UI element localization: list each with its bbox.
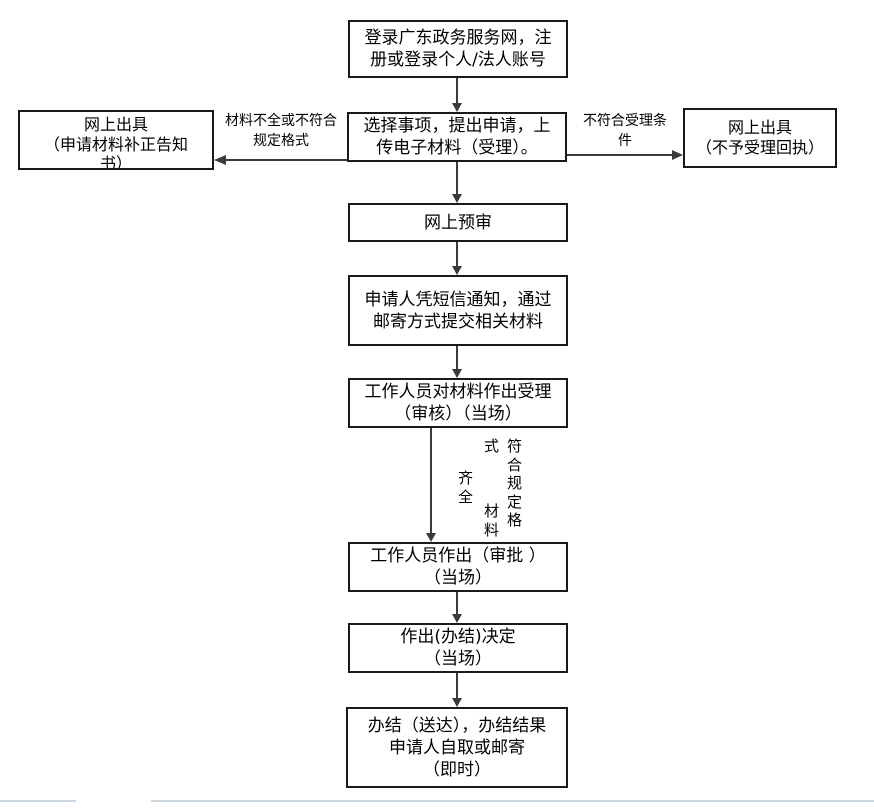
box-online-issue-reject-line2: （不予受理回执） (695, 138, 824, 157)
box-staff-accept-review-line1: 工作人员对材料作出受理 (364, 382, 552, 402)
edge-label-materials-complete-col-a: 齐全 (457, 469, 473, 506)
box-online-issue-reject: 网上出具 （不予受理回执） (683, 108, 837, 168)
box-login-line1: 登录广东政务服务网，注 (364, 28, 552, 48)
edge-label-incomplete-materials: 材料不全或不符合 规定格式 (216, 111, 346, 151)
box-online-issue-supplement-line2: （申请材料补正告知 (43, 134, 188, 154)
arrowhead-down-accept-approve-icon (426, 533, 436, 542)
box-online-issue-supplement-line1: 网上出具 (83, 115, 148, 134)
box-finish-delivery-line1: 办结（送达），办结结果 (367, 715, 547, 736)
box-online-issue-supplement-line3: 书） (99, 154, 132, 170)
box-login-line2: 册或登录个人/法人账号 (370, 50, 546, 70)
edge-label-incomplete-materials-line1: 材料不全或不符合 (225, 113, 337, 129)
box-decision-line1: 作出(办结)决定 (400, 627, 516, 647)
arrowhead-down-decision-finish-icon (452, 698, 462, 707)
arrowhead-down-login-select-icon (452, 103, 462, 112)
connector-mail-accept (456, 346, 458, 370)
box-online-pre-review: 网上预审 (348, 203, 568, 242)
edge-label-materials-complete-col-c: 符合规定格 (506, 437, 522, 529)
edge-label-not-meet-acceptance: 不符合受理条 件 (570, 111, 680, 151)
box-decision: 作出(办结)决定 （当场） (348, 623, 568, 673)
arrowhead-down-mail-accept-icon (452, 369, 462, 378)
box-staff-accept-review-line2: （审核）（当场） (394, 404, 522, 424)
connector-select-prereview (456, 162, 458, 195)
connector-login-select (456, 78, 458, 104)
box-mail-materials: 申请人凭短信通知，通过 邮寄方式提交相关材料 (348, 275, 568, 346)
arrowhead-left-supplement-icon (214, 155, 226, 165)
connector-accept-approve (430, 428, 432, 534)
arrowhead-down-prereview-mail-icon (452, 266, 462, 275)
box-finish-delivery-line2: 申请人自取或邮寄 (389, 737, 525, 758)
arrowhead-down-approve-decision-icon (452, 614, 462, 623)
arrowhead-down-select-prereview-icon (452, 194, 462, 203)
box-mail-materials-line1: 申请人凭短信通知，通过 (364, 289, 552, 310)
box-online-issue-reject-line1: 网上出具 (727, 118, 792, 137)
connector-approve-decision (456, 592, 458, 615)
box-staff-approve-line1: 工作人员作出（审批 ） (370, 546, 546, 566)
edge-label-not-meet-acceptance-line1: 不符合受理条 (583, 113, 667, 129)
edge-label-not-meet-acceptance-line2: 件 (618, 133, 632, 149)
connector-prereview-mail (456, 242, 458, 267)
box-finish-delivery-line3: （即时） (423, 759, 491, 780)
box-login: 登录广东政务服务网，注 册或登录个人/法人账号 (348, 20, 568, 78)
edge-label-materials-complete-col-b-bottom: 材料 (483, 502, 499, 539)
arrowhead-right-reject-icon (672, 150, 683, 160)
box-finish-delivery: 办结（送达），办结结果 申请人自取或邮寄 （即时） (346, 707, 568, 788)
box-select-apply: 选择事项，提出申请，上 传电子材料（受理）。 (347, 112, 567, 162)
box-select-apply-line2: 传电子材料（受理）。 (376, 138, 538, 158)
page-divider-left (0, 800, 76, 802)
page-divider-right (151, 800, 874, 802)
box-decision-line2: （当场） (424, 649, 492, 669)
box-staff-approve: 工作人员作出（审批 ） （当场） (348, 542, 568, 592)
box-mail-materials-line2: 邮寄方式提交相关材料 (373, 311, 543, 332)
connector-decision-finish (456, 673, 458, 699)
box-online-issue-supplement: 网上出具 （申请材料补正告知 书） (18, 110, 214, 170)
box-online-pre-review-line1: 网上预审 (424, 212, 492, 233)
connector-select-supplement (226, 159, 347, 161)
box-staff-accept-review: 工作人员对材料作出受理 （审核）（当场） (348, 378, 568, 428)
connector-select-reject (567, 154, 672, 156)
box-staff-approve-line2: （当场） (424, 568, 492, 588)
edge-label-incomplete-materials-line2: 规定格式 (253, 133, 309, 149)
box-select-apply-line1: 选择事项，提出申请，上 (363, 116, 551, 136)
edge-label-materials-complete-col-b-top: 式 (483, 437, 499, 455)
